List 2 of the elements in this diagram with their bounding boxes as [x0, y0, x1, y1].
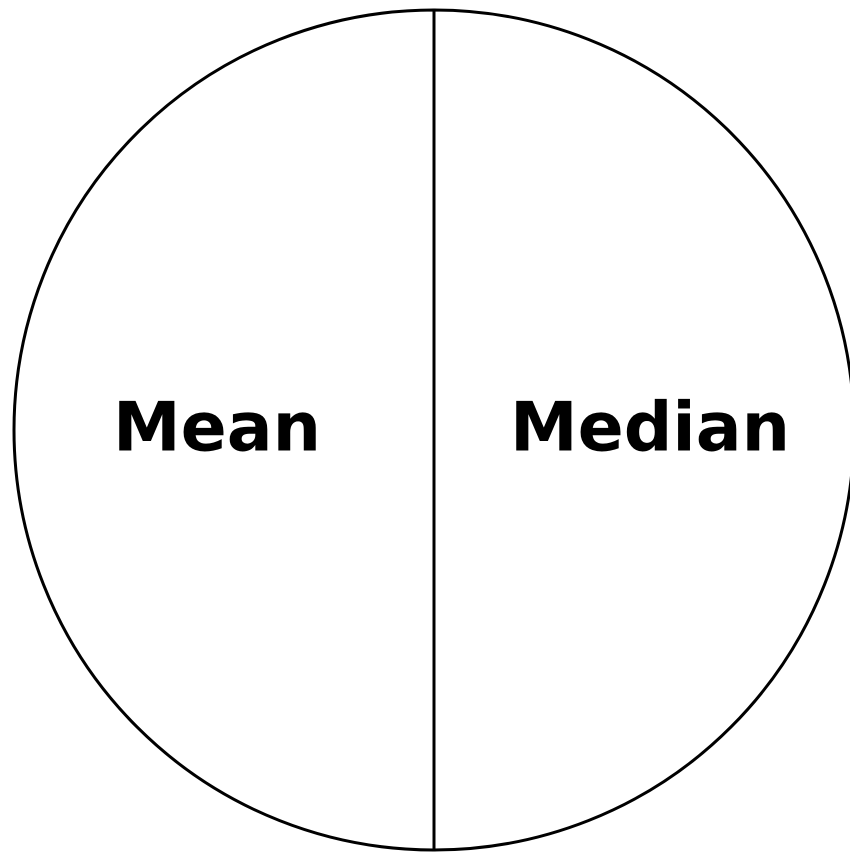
region-label: Mean: [112, 388, 322, 468]
region-label: Median: [510, 388, 790, 468]
